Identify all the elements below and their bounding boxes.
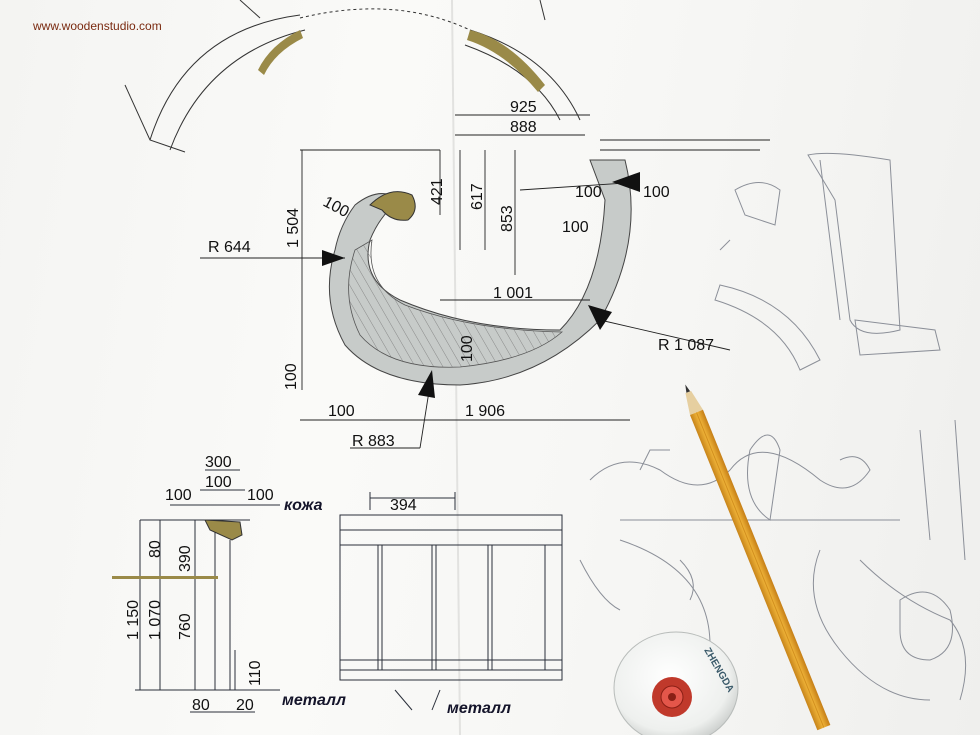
dim-110: 110	[247, 660, 264, 686]
dim-394: 394	[390, 497, 417, 514]
wood-newel	[369, 191, 416, 221]
label-leather: кожа	[284, 497, 323, 514]
radius-r1087: R 1 087	[658, 337, 714, 354]
watermark: www.woodenstudio.com	[32, 19, 162, 33]
dim-100-bottom: 100	[328, 403, 355, 420]
dim-1906: 1 906	[465, 403, 505, 420]
railing-elevation	[339, 492, 563, 711]
dimension-arrows	[322, 172, 640, 398]
elevation-dimension-text: 394	[390, 497, 417, 514]
arrow-right	[612, 172, 640, 192]
dim-1001: 1 001	[493, 285, 533, 302]
dim-1150: 1 150	[125, 600, 142, 640]
radius-r883: R 883	[352, 433, 395, 450]
dim-925: 925	[510, 99, 537, 116]
dim-100-center: 100	[459, 335, 476, 362]
dim-1070: 1 070	[147, 600, 164, 640]
plan-dimension-text: 925 888 421 617 853 1 504 100 100 100 10…	[208, 99, 714, 450]
spiral-plan	[328, 159, 632, 386]
dim-100-right-c: 100	[562, 219, 589, 236]
arrow-r644	[322, 250, 345, 266]
dim-760: 760	[177, 613, 194, 640]
dim-853: 853	[499, 205, 516, 232]
handrail-section	[135, 469, 280, 713]
pencil-lead	[685, 384, 691, 393]
label-metal-left: металл	[282, 692, 346, 709]
dim-100-left-section: 100	[165, 487, 192, 504]
dim-888: 888	[510, 119, 537, 136]
dim-80-top: 80	[147, 540, 164, 558]
eraser: ZHENGDA	[613, 631, 739, 735]
pencil-tip-wood	[685, 390, 703, 415]
dim-617: 617	[469, 183, 486, 210]
label-metal-right: металл	[447, 700, 511, 717]
dim-421: 421	[429, 178, 446, 205]
dim-390: 390	[177, 545, 194, 572]
dim-1504: 1 504	[285, 208, 302, 248]
dim-100-section: 100	[205, 474, 232, 491]
arrow-r883	[418, 370, 435, 398]
radius-r644: R 644	[208, 239, 251, 256]
dim-300: 300	[205, 454, 232, 471]
hatched-area	[348, 239, 564, 368]
wood-strip	[112, 576, 218, 579]
arch-wood-segment-left	[258, 30, 303, 75]
arrow-r1087	[588, 305, 612, 330]
dimension-lines	[200, 114, 770, 449]
handrail-profile	[204, 519, 243, 541]
section-dimension-text: 300 100 100 100 80 390 1 150 1 070 760 1…	[125, 454, 274, 714]
dim-100-right-b: 100	[643, 184, 670, 201]
dim-20: 20	[236, 697, 254, 714]
dim-100-right-a: 100	[575, 184, 602, 201]
arch-wood-segment-right	[467, 30, 545, 92]
dim-100-right-section: 100	[247, 487, 274, 504]
pencil	[685, 384, 831, 731]
dim-100-left: 100	[283, 363, 300, 390]
dim-80-bottom: 80	[192, 697, 210, 714]
